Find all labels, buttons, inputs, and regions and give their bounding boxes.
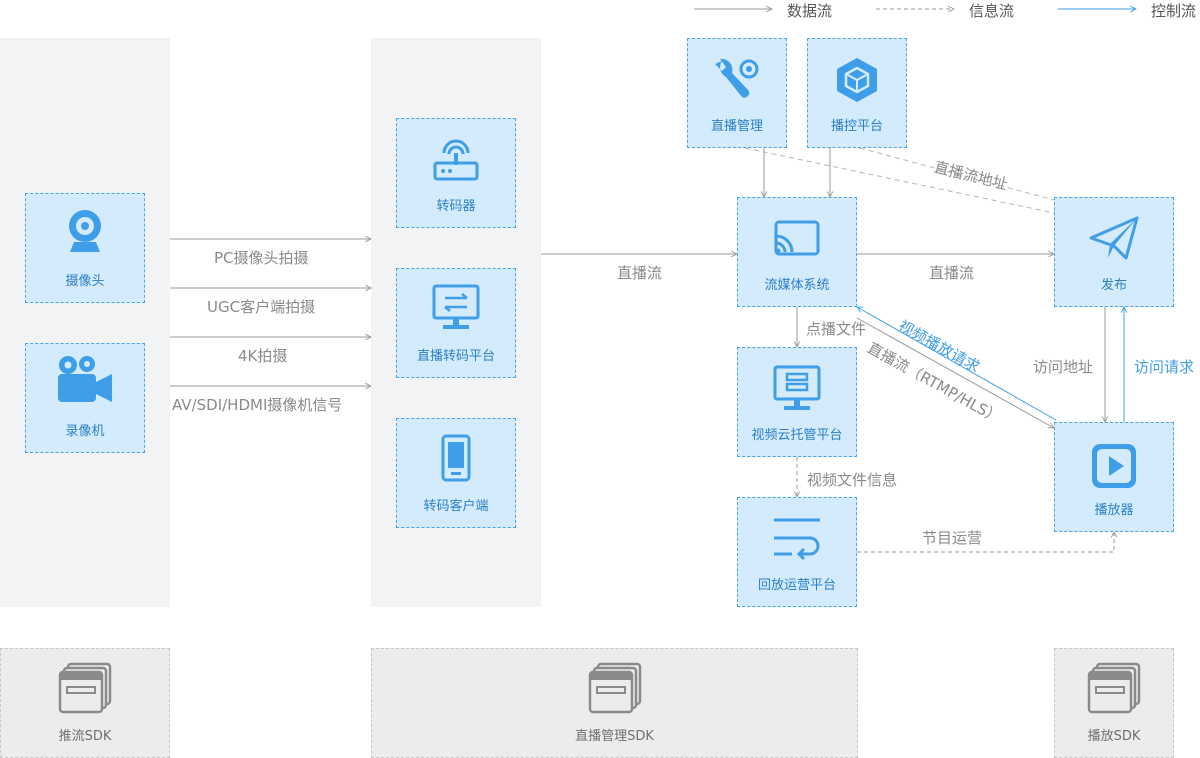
node-broadcast-control: 播控平台	[807, 38, 907, 148]
node-broadcast-control-label: 播控平台	[830, 119, 883, 134]
sdk-player: 播放SDK	[1054, 648, 1174, 758]
node-video-cloud-hosting: 视频云托管平台	[737, 347, 857, 457]
node-transcoder: 转码器	[396, 118, 516, 228]
edge-ugc-client-label: UGC客户端拍摄	[207, 298, 316, 316]
video-camera-icon	[58, 356, 112, 402]
node-camera: 摄像头	[25, 193, 145, 303]
window-stack-icon	[588, 662, 641, 714]
node-video-cloud-hosting-label: 视频云托管平台	[751, 428, 843, 443]
node-publish: 发布	[1054, 197, 1174, 307]
edge-pc-camera-label: PC摄像头拍摄	[214, 249, 309, 267]
node-live-transcode-platform: 直播转码平台	[396, 268, 516, 378]
node-transcode-client: 转码客户端	[396, 418, 516, 528]
node-publish-label: 发布	[1100, 278, 1127, 293]
sdk-push-label: 推流SDK	[58, 729, 112, 744]
node-streaming-media-system-label: 流媒体系统	[764, 278, 830, 293]
sdk-live-management-label: 直播管理SDK	[575, 729, 654, 744]
cast-icon	[774, 220, 820, 256]
sdk-live-management: 直播管理SDK	[371, 648, 858, 758]
node-camcorder: 录像机	[25, 343, 145, 453]
window-stack-icon	[58, 662, 112, 714]
sdk-push: 推流SDK	[0, 648, 170, 758]
mobile-phone-icon	[441, 434, 471, 482]
sdk-player-label: 播放SDK	[1087, 729, 1141, 744]
node-playback-operation: 回放运营平台	[737, 497, 857, 607]
node-live-transcode-platform-label: 直播转码平台	[416, 349, 495, 364]
webcam-icon	[69, 210, 101, 252]
node-live-management: 直播管理	[687, 38, 787, 148]
edge-live-stream-rtmp-line	[856, 317, 1054, 428]
monitor-transfer-icon	[432, 284, 480, 329]
edge-broadcast-control-publish-line	[859, 147, 1055, 201]
legend-control-flow-label: 控制流	[1151, 2, 1197, 20]
play-button-icon	[1092, 444, 1136, 488]
monitor-server-icon	[773, 365, 821, 410]
legend-info-flow-label: 信息流	[969, 2, 1015, 20]
paper-plane-icon	[1089, 216, 1139, 260]
edge-live-stream-right-label: 直播流	[929, 264, 975, 282]
edge-program-operation-line	[857, 532, 1114, 553]
node-playback-operation-label: 回放运营平台	[757, 578, 836, 593]
node-streaming-media-system: 流媒体系统	[737, 197, 857, 307]
edge-video-play-request-line	[857, 307, 1057, 421]
window-stack-icon	[1087, 662, 1141, 714]
node-live-management-label: 直播管理	[710, 119, 763, 134]
edge-program-operation-label: 节目运营	[922, 529, 983, 547]
node-transcode-client-label: 转码客户端	[423, 499, 489, 514]
edge-live-stream-left-label: 直播流	[617, 264, 663, 282]
edge-access-request-label: 访问请求	[1134, 358, 1195, 376]
edge-4k-label: 4K拍摄	[238, 347, 288, 365]
edge-live-management-publish-line	[744, 147, 1055, 214]
edge-av-signal-label: AV/SDI/HDMI摄像机信号	[172, 396, 343, 414]
edge-access-address-label: 访问地址	[1033, 358, 1094, 376]
edge-vod-file-label: 点播文件	[806, 320, 867, 338]
source-column-panel	[0, 38, 170, 607]
wrench-gear-icon	[715, 58, 759, 98]
legend-data-flow-label: 数据流	[787, 2, 833, 20]
wrap-lines-icon	[774, 518, 820, 561]
node-camcorder-label: 录像机	[65, 424, 105, 439]
cube-icon	[837, 58, 877, 102]
node-player-label: 播放器	[1094, 503, 1134, 518]
node-transcoder-label: 转码器	[436, 199, 476, 214]
node-player: 播放器	[1054, 422, 1174, 532]
router-icon	[433, 139, 479, 181]
node-camera-label: 摄像头	[65, 274, 105, 289]
edge-video-file-info-label: 视频文件信息	[807, 471, 898, 489]
